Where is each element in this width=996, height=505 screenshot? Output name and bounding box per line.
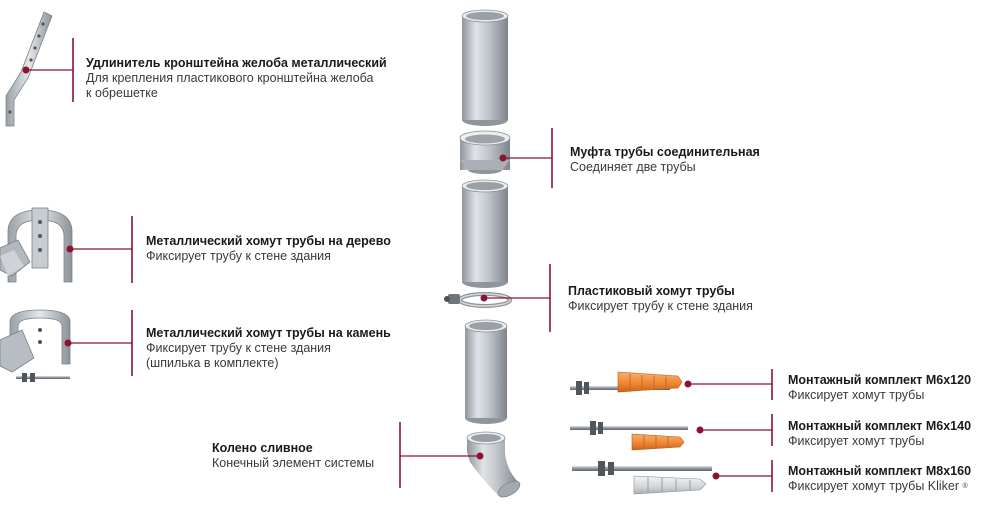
label-elbow: Колено сливное Конечный элемент системы xyxy=(212,441,374,471)
label-kit-m8x160-desc-row: Фиксирует хомут трубы Kliker ® xyxy=(788,479,971,494)
label-kit-m6x140-title: Монтажный комплект М6х140 xyxy=(788,419,972,433)
callout-clamp-plastic xyxy=(480,264,551,332)
label-kit-m6x120-desc: Фиксирует хомут трубы xyxy=(788,388,925,402)
label-kit-m6x140-desc: Фиксирует хомут трубы xyxy=(788,434,925,448)
label-clamp-stone: Металлический хомут трубы на камень Фикс… xyxy=(146,326,391,371)
label-clamp-plastic-desc: Фиксирует трубу к стене здания xyxy=(568,299,753,313)
label-kit-m6x120-title: Монтажный комплект М6х120 xyxy=(788,373,972,387)
registered-mark: ® xyxy=(962,483,968,490)
kit-m8x160-image xyxy=(572,461,712,495)
pipe-upper xyxy=(461,9,509,126)
label-kit-m8x160: Монтажный комплект М8х160 Фиксирует хому… xyxy=(788,464,971,494)
label-clamp-plastic: Пластиковый хомут трубы Фиксирует трубу … xyxy=(568,284,753,314)
callout-kit-m6x140 xyxy=(696,414,773,446)
clamp-stone-image xyxy=(0,309,71,382)
pipe-lower xyxy=(464,319,508,424)
label-clamp-stone-desc-2: (шпилька в комплекте) xyxy=(146,356,279,370)
label-coupling-title: Муфта трубы соединительная xyxy=(570,145,760,159)
label-extender: Удлинитель кронштейна желоба металлическ… xyxy=(86,56,387,101)
label-clamp-wood-desc: Фиксирует трубу к стене здания xyxy=(146,249,331,263)
callout-kit-m8x160 xyxy=(712,460,773,492)
label-coupling: Муфта трубы соединительная Соединяет две… xyxy=(570,145,760,175)
clamp-wood-image xyxy=(0,207,73,283)
label-elbow-title: Колено сливное xyxy=(212,441,313,455)
drain-elbow xyxy=(466,431,521,498)
plastic-clamp xyxy=(444,292,512,308)
callout-elbow xyxy=(399,422,484,488)
kit-m6x140-image xyxy=(570,421,688,451)
label-clamp-stone-title: Металлический хомут трубы на камень xyxy=(146,326,391,340)
label-clamp-wood-title: Металлический хомут трубы на дерево xyxy=(146,234,391,248)
pipe-middle xyxy=(461,179,509,288)
label-kit-m8x160-desc: Фиксирует хомут трубы Kliker xyxy=(788,479,960,493)
label-kit-m6x140: Монтажный комплект М6х140 Фиксирует хому… xyxy=(788,419,971,449)
callout-extender xyxy=(22,38,74,102)
label-clamp-wood: Металлический хомут трубы на дерево Фикс… xyxy=(146,234,391,264)
label-coupling-desc: Соединяет две трубы xyxy=(570,160,696,174)
label-kit-m6x120: Монтажный комплект М6х120 Фиксирует хому… xyxy=(788,373,971,403)
callout-coupling xyxy=(499,128,553,188)
label-kit-m8x160-title: Монтажный комплект М8х160 xyxy=(788,464,972,478)
pipe-coupling xyxy=(459,130,511,174)
label-elbow-desc: Конечный элемент системы xyxy=(212,456,375,470)
callout-clamp-wood xyxy=(66,216,133,283)
label-extender-desc-1: Для крепления пластикового кронштейна же… xyxy=(86,71,374,85)
label-extender-desc-2: к обрешетке xyxy=(86,86,158,100)
callout-clamp-stone xyxy=(64,310,133,376)
label-clamp-stone-desc-1: Фиксирует трубу к стене здания xyxy=(146,341,331,355)
label-extender-title: Удлинитель кронштейна желоба металлическ… xyxy=(86,56,387,70)
callout-kit-m6x120 xyxy=(684,369,773,400)
label-clamp-plastic-title: Пластиковый хомут трубы xyxy=(568,284,735,298)
kit-m6x120-image xyxy=(570,371,683,395)
